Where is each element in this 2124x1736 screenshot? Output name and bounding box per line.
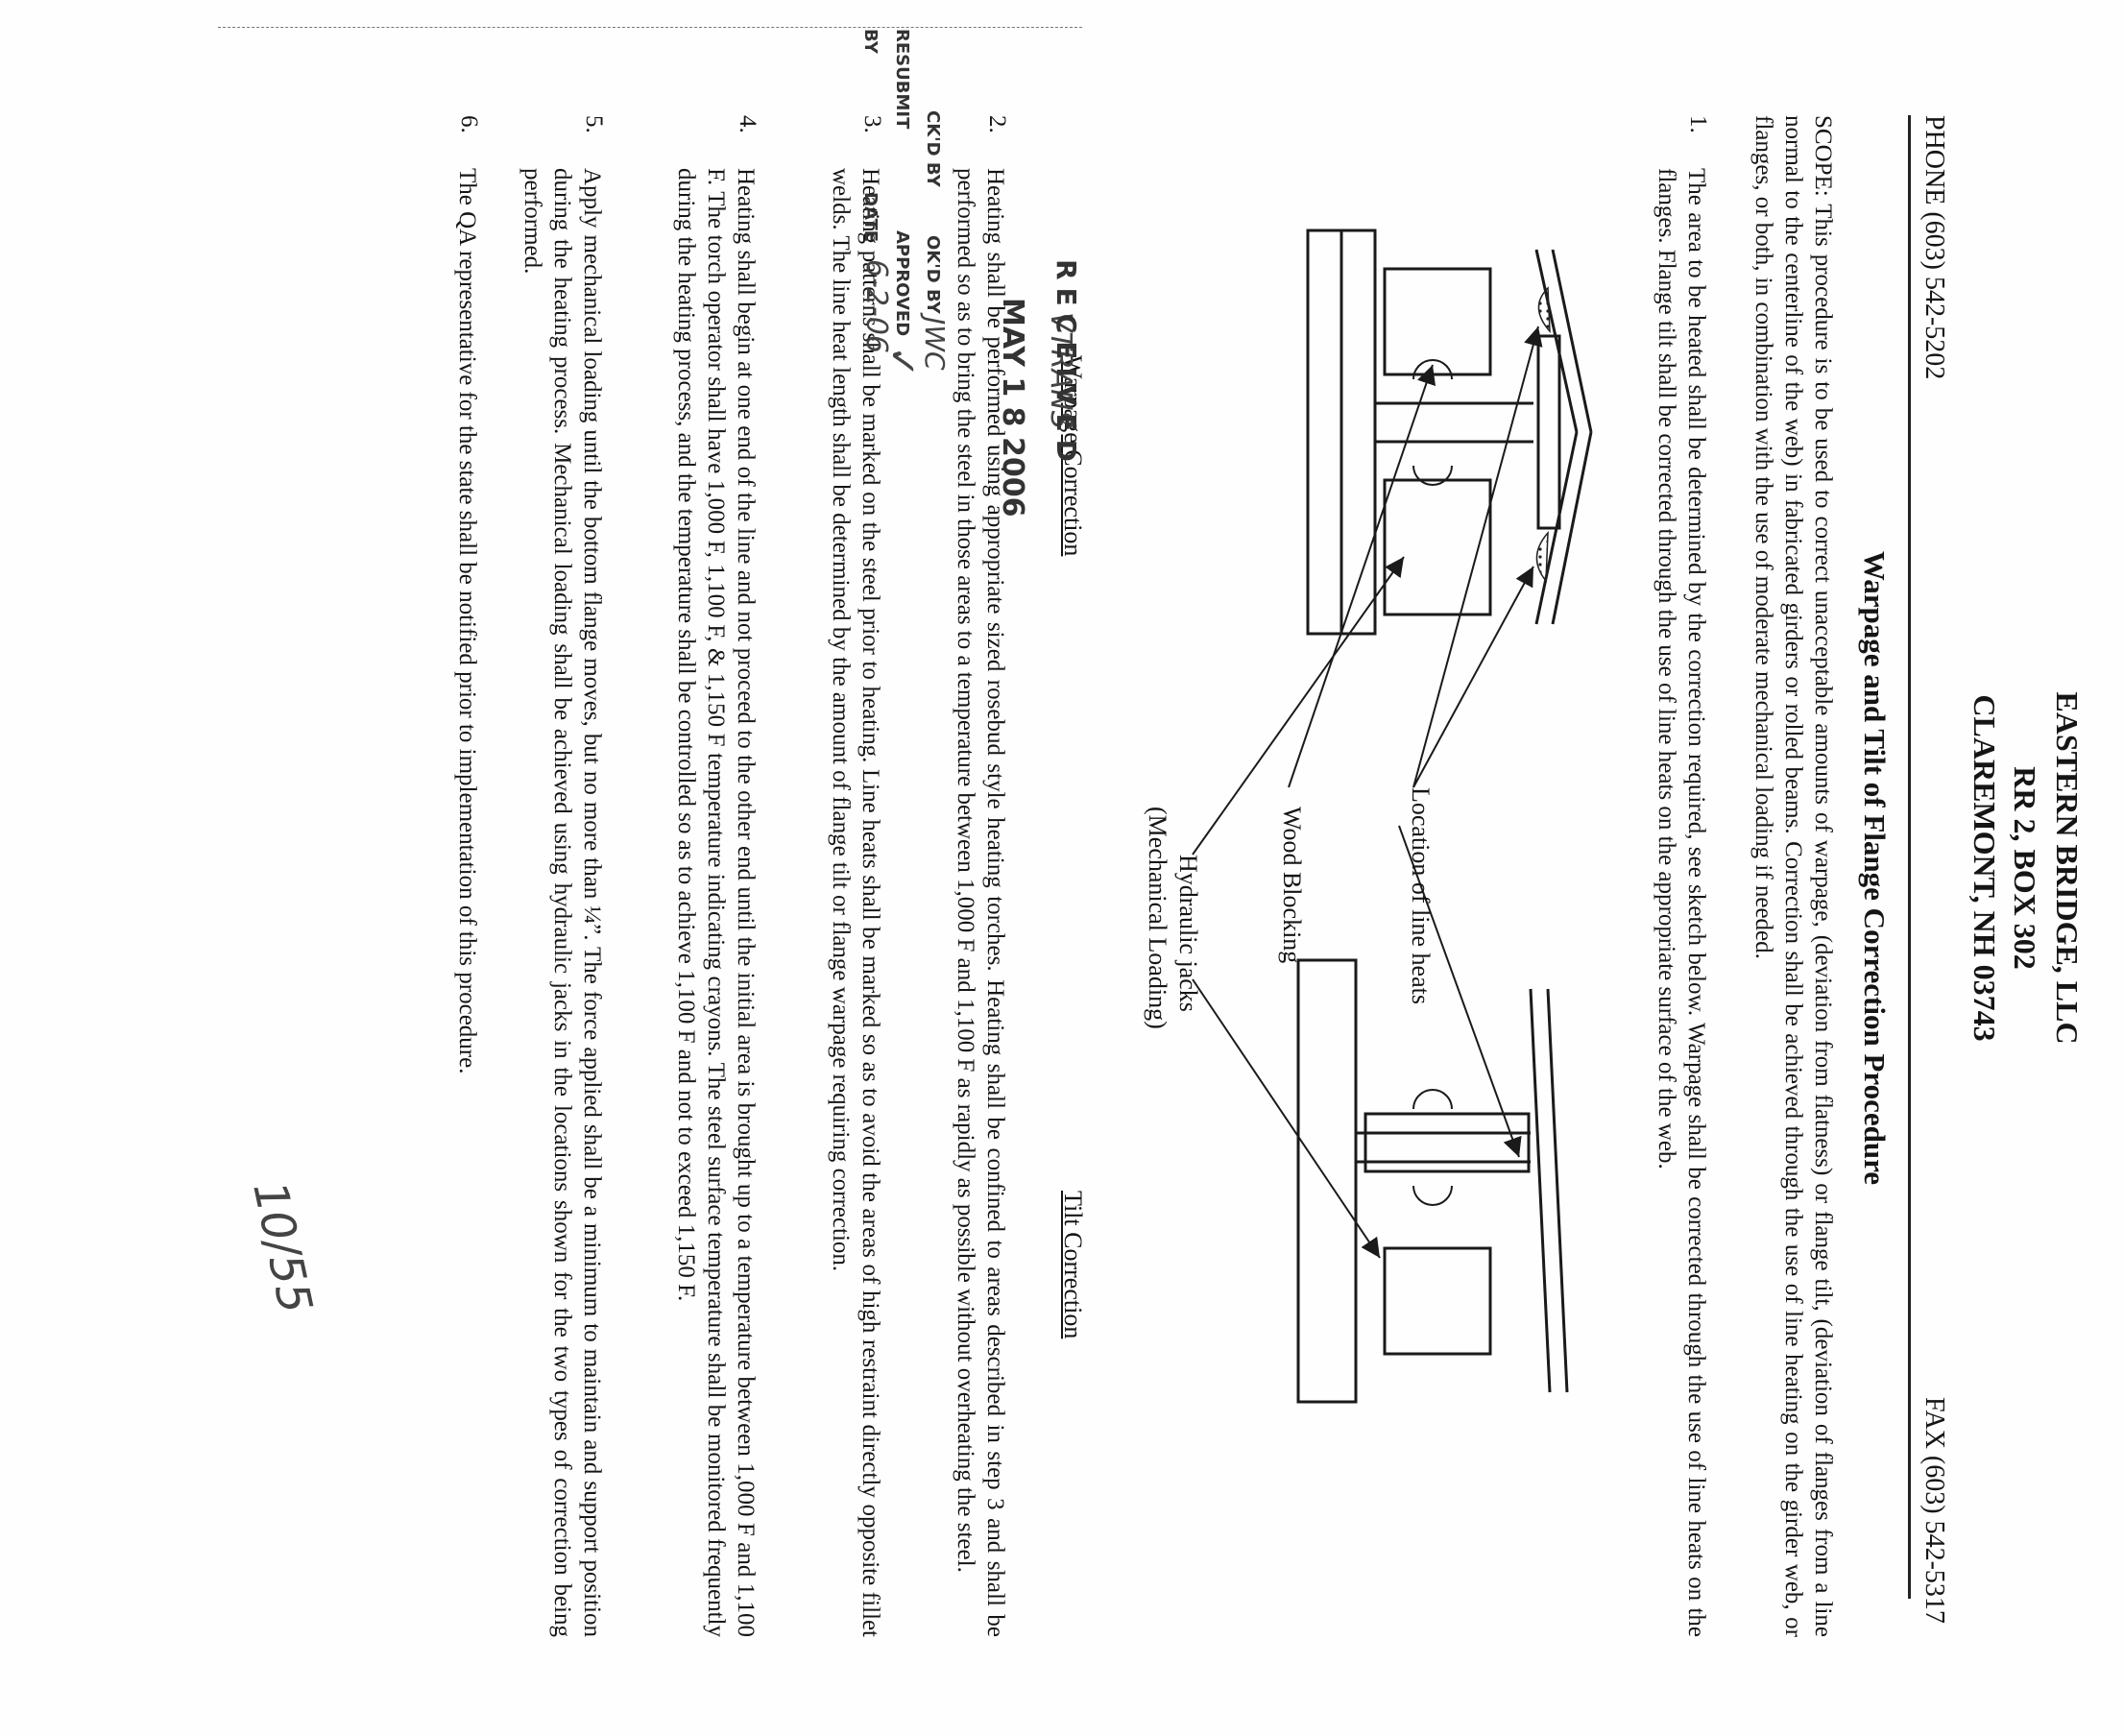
scope-paragraph: SCOPE: This procedure is to be used to c… (1750, 115, 1836, 1637)
sketch-drawing (1192, 229, 1593, 1404)
line-heat-mark (1535, 530, 1549, 584)
label-wood-blocking: Wood Blocking (1278, 807, 1306, 964)
stamp-by: BY (860, 29, 881, 54)
item-number: 1. (1685, 115, 1711, 133)
web-plate (1364, 1112, 1531, 1173)
hydraulic-jack-block (1383, 1246, 1492, 1356)
company-name: EASTERN BRIDGE, LLC (2050, 691, 2085, 1045)
stamp-date-label: DATE (860, 192, 881, 243)
procedure-item-5: Apply mechanical loading until the botto… (519, 168, 605, 1637)
procedure-item-3: Heating patterns shall be marked on the … (828, 168, 883, 1637)
procedure-item-1: The area to be heated shall be determine… (1653, 168, 1709, 1637)
label-mechanical-loading: (Mechanical Loading) (1144, 807, 1171, 1029)
stamp-received: RECEIVED (1050, 259, 1082, 470)
procedure-item-6: The QA representative for the state shal… (454, 168, 480, 1074)
tilt-figure (1296, 958, 1569, 1404)
wood-block (1383, 267, 1492, 376)
procedure-item-4: Heating shall begin at one end of the li… (673, 168, 759, 1637)
stamp-okd-by: OK'D BY (923, 235, 943, 314)
header-rule (1908, 115, 1911, 1599)
label-hydraulic-jacks: Hydraulic jacks (1174, 855, 1202, 1012)
correction-sketch: Location of line heats Wood Blocking Hyd… (1029, 192, 1605, 1440)
fax-number: FAX (603) 542-5317 (1919, 1397, 1949, 1624)
received-stamp (218, 27, 1082, 123)
leader-arrows (1192, 326, 1543, 1259)
company-address-line1: RR 2, BOX 302 (2008, 766, 2042, 970)
hydraulic-jack-block (1383, 478, 1492, 616)
warpage-figure (1306, 229, 1593, 636)
stamp-ckd-by: CK'D BY (923, 110, 943, 187)
base-flange (1296, 958, 1358, 1404)
document-title: Warpage and Tilt of Flange Correction Pr… (1858, 550, 1892, 1186)
handwritten-page-mark: 10/55 (242, 1176, 323, 1318)
web-plate (1536, 334, 1561, 530)
stamp-approved: APPROVED (892, 230, 912, 337)
stamp-date-value: 6-2-06 (859, 259, 893, 353)
phone-number: PHONE (603) 542-5202 (1919, 115, 1949, 380)
company-address-line2: CLAREMONT, NH 03743 (1967, 694, 2002, 1042)
stamp-resubmit: RESUBMIT (892, 29, 912, 130)
caption-tilt-correction: Tilt Correction (1059, 1191, 1087, 1339)
label-line-heats: Location of line heats (1407, 787, 1435, 1004)
stamp-received-date: MAY 1 8 2006 (996, 298, 1029, 518)
line-heat-mark (1537, 286, 1551, 334)
